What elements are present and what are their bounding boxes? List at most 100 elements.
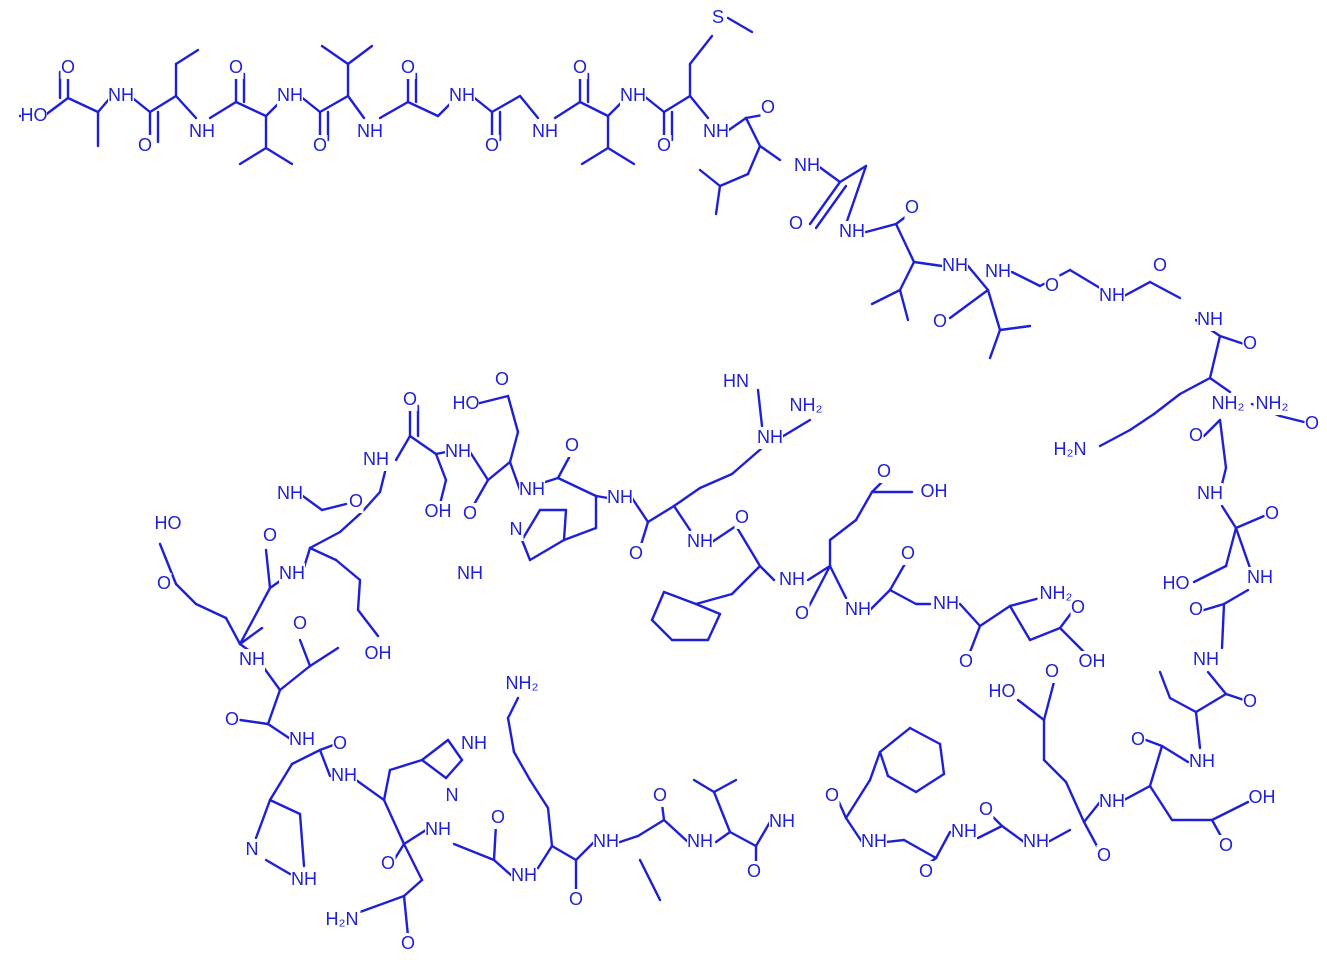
label-mask-nh-17: [1193, 649, 1219, 671]
label-mask-o-48: [900, 543, 916, 565]
bond-57: [724, 116, 748, 134]
bond-189: [254, 798, 272, 840]
atom-label-nh-18: NH: [1189, 751, 1215, 771]
atom-label-nh-5: NH: [449, 85, 475, 105]
bond-279: [968, 624, 982, 654]
atom-label-nh-22: NH: [861, 831, 887, 851]
atom-label-nh-20: NH: [1023, 831, 1049, 851]
atom-label-nh-6: NH: [532, 121, 558, 141]
atom-label-nh-44: NH: [933, 593, 959, 613]
bond-128: [1016, 698, 1046, 722]
atom-label-o-12: O: [933, 311, 947, 331]
atom-label-o-40: O: [403, 389, 417, 409]
bond-130: [1000, 824, 1026, 844]
bond-211: [338, 510, 364, 534]
bond-79: [986, 288, 1002, 332]
atom-label-n-1: N: [446, 785, 459, 805]
atom-label-o-50: O: [1071, 597, 1085, 617]
label-mask-nh2-3: [503, 673, 541, 695]
atom-label-oh-1: HO: [21, 105, 48, 125]
label-mask-nh-16: [1247, 567, 1273, 589]
label-mask-o-14: [1152, 255, 1168, 277]
label-mask-oh-9: [921, 481, 947, 503]
label-mask-o-42: [494, 369, 510, 391]
bond-127: [1042, 680, 1056, 722]
bond-47: [580, 146, 610, 166]
bond-174: [402, 878, 424, 898]
label-mask-nh-7: [620, 85, 646, 107]
label-mask-nh2-4: [787, 395, 825, 417]
bond-179: [382, 768, 392, 802]
label-mask-nh-33: [279, 563, 305, 585]
label-mask-o-38: [262, 525, 278, 547]
atom-label-nh2-4: NH₂: [790, 395, 823, 415]
atom-label-o-2: O: [138, 135, 152, 155]
bond-166: [506, 716, 516, 754]
bond-283: [1028, 626, 1062, 642]
label-mask-o-30: [568, 889, 584, 911]
atom-label-nh-35: NH: [363, 449, 389, 469]
bond-75: [870, 288, 902, 306]
label-mask-o-7: [572, 57, 588, 79]
atom-label-o-21: O: [1131, 729, 1145, 749]
atom-label-nh-26: NH: [511, 865, 537, 885]
label-mask-o-21: [1130, 729, 1146, 751]
bond-261: [650, 590, 666, 622]
bond-154: [662, 818, 690, 844]
bond-121: [1210, 800, 1250, 822]
bond-258: [730, 564, 762, 596]
bond-117: [1122, 784, 1152, 802]
label-mask-nh-27: [425, 819, 451, 841]
bond-72: [894, 222, 916, 264]
bond-242: [520, 508, 542, 542]
label-mask-nh-3: [277, 85, 303, 107]
bond-236: [556, 476, 598, 498]
atom-label-o-6: O: [485, 135, 499, 155]
atom-label-o-19: O: [1189, 599, 1203, 619]
atom-label-o-37: O: [157, 573, 171, 593]
bond-34: [406, 100, 440, 118]
label-mask-o-31: [490, 807, 506, 829]
bond-205: [158, 542, 178, 586]
atom-label-o-43: O: [565, 435, 579, 455]
label-mask-nh-26: [511, 865, 537, 887]
atom-label-o-3: O: [229, 57, 243, 77]
bond-177: [382, 798, 406, 846]
atom-label-nh-7: NH: [620, 85, 646, 105]
atom-label-n-2: N: [246, 839, 259, 859]
atom-label-nh-16: NH: [1247, 567, 1273, 587]
atom-label-nh-10: NH: [839, 221, 865, 241]
atom-label-oh-5: HO: [155, 513, 182, 533]
label-mask-nh-29: [461, 733, 487, 755]
atom-label-oh-7: OH: [425, 501, 452, 521]
bond-231: [506, 394, 520, 434]
bond-233: [508, 460, 522, 492]
bond-188: [268, 762, 294, 802]
bond-164: [528, 778, 550, 810]
atom-label-nh-2: NH: [189, 121, 215, 141]
label-mask-nh2-1: [1209, 393, 1247, 415]
atom-label-h2n-1: H₂N: [1054, 439, 1087, 459]
atom-label-hn-1: HN: [723, 371, 749, 391]
label-mask-o-19: [1188, 599, 1204, 621]
label-mask-oh-6: [365, 643, 391, 665]
bond-100: [1220, 504, 1238, 530]
bond-18: [234, 100, 268, 118]
atom-label-nh-9: NH: [794, 155, 820, 175]
bond-31: [378, 100, 410, 120]
bond-105: [1222, 588, 1250, 606]
bond-78: [948, 288, 990, 320]
bond-122: [1082, 800, 1102, 824]
bond-61: [746, 144, 762, 176]
bond-262: [650, 618, 674, 642]
label-mask-o-28: [746, 861, 762, 883]
label-mask-o-13: [1044, 275, 1060, 297]
bond-197: [278, 664, 312, 692]
label-mask-o-36: [292, 613, 308, 635]
label-mask-o-49: [958, 651, 974, 673]
bond-48: [606, 146, 636, 166]
label-mask-nh-11: [942, 255, 968, 277]
label-mask-nh-31: [289, 729, 315, 751]
